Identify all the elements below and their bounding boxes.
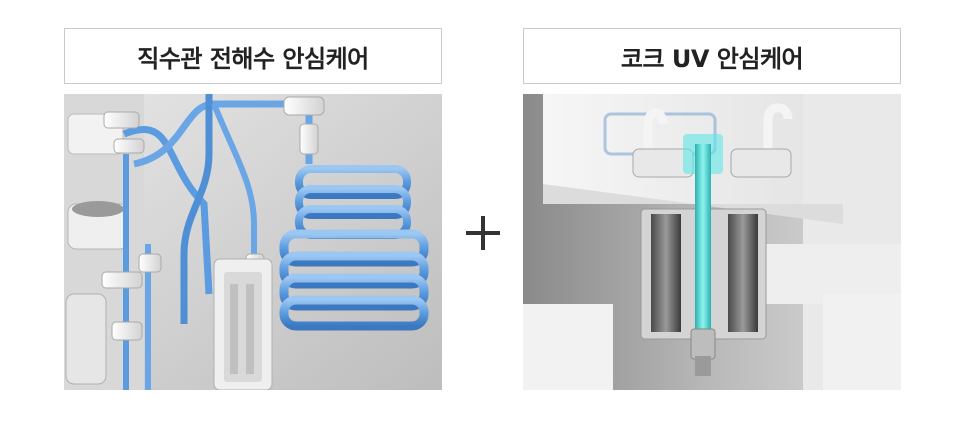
left-title: 직수관 전해수 안심케어: [137, 44, 369, 73]
water-pipe-illustration: [64, 94, 442, 390]
right-title: 코크 UV 안심케어: [620, 44, 804, 73]
left-title-box: 직수관 전해수 안심케어: [64, 28, 442, 84]
plus-icon: [466, 216, 500, 250]
right-title-box: 코크 UV 안심케어: [523, 28, 901, 84]
right-panel: 코크 UV 안심케어: [523, 28, 901, 390]
left-panel: 직수관 전해수 안심케어: [64, 28, 442, 390]
uv-cock-illustration: [523, 94, 901, 390]
